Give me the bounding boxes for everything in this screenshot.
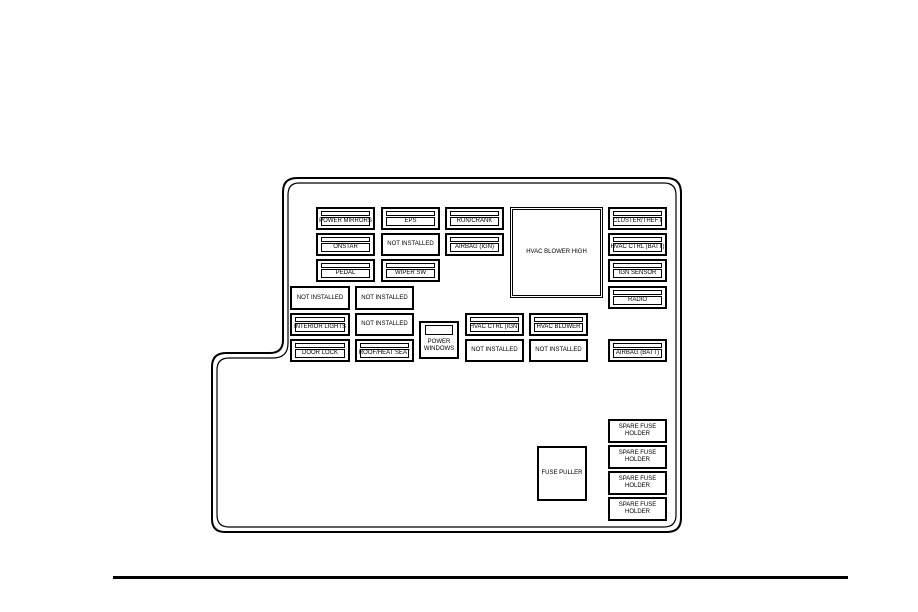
fuse-label: NOT INSTALLED — [361, 321, 408, 327]
fuse-label: SPARE FUSE HOLDER — [618, 450, 657, 463]
relay-hvac-blower-high: HVAC BLOWER HIGH — [510, 207, 603, 298]
fuse-pedal: PEDAL — [316, 259, 375, 282]
fuse-run-crank: RUN/CRANK — [445, 207, 504, 230]
spare-fuse-holder-1: SPARE FUSE HOLDER — [608, 419, 667, 443]
fuse-label: HVAC CTRL (IGN) — [469, 323, 520, 332]
fuse-label: DOOR LOCK — [295, 349, 345, 358]
fuse-hvac-ctrl-ign: HVAC CTRL (IGN) — [465, 313, 524, 336]
fuse-label: FUSE PULLER — [541, 470, 583, 476]
fuse-label: SPARE FUSE HOLDER — [618, 502, 657, 515]
fuse-door-lock: DOOR LOCK — [290, 339, 350, 362]
fuse-label: NOT INSTALLED — [535, 347, 582, 353]
fuse-wiper-sw: WIPER SW — [381, 259, 440, 282]
fuse-power-windows: POWER WINDOWS — [419, 321, 459, 359]
fuse-ign-sensor: IGN SENSOR — [608, 259, 667, 282]
fuse-hvac-blower: HVAC BLOWER — [529, 313, 588, 336]
spare-fuse-holder-3: SPARE FUSE HOLDER — [608, 471, 667, 495]
fuse-label: POWER MIRRORS — [319, 217, 372, 226]
fuse-label: CLUSTER/THEFT — [613, 217, 663, 226]
fuse-label: HVAC BLOWER — [534, 323, 583, 332]
fuse-airbag-batt: AIRBAG (BATT) — [608, 339, 667, 362]
fuse-label: SPARE FUSE HOLDER — [618, 424, 657, 437]
fuse-radio: RADIO — [608, 286, 667, 309]
fuse-label: NOT INSTALLED — [471, 347, 518, 353]
fuse-not-installed-top: NOT INSTALLED — [381, 233, 440, 256]
fuse-not-installed-mid: NOT INSTALLED — [355, 313, 414, 336]
fuse-label: POWER WINDOWS — [423, 339, 455, 352]
fuse-label: RADIO — [613, 296, 662, 305]
page-divider-line — [113, 576, 848, 579]
fuse-eps: EPS — [381, 207, 440, 230]
fuse-label: IGN SENSOR — [613, 269, 662, 278]
fuse-label: WIPER SW — [386, 269, 435, 278]
fuse-not-installed-left-2: NOT INSTALLED — [355, 286, 414, 310]
fuse-label: PEDAL — [321, 269, 370, 278]
fuse-onstar: ONSTAR — [316, 233, 375, 256]
fuse-not-installed-bottom-1: NOT INSTALLED — [465, 339, 524, 362]
fuse-not-installed-bottom-2: NOT INSTALLED — [529, 339, 588, 362]
spare-fuse-holder-2: SPARE FUSE HOLDER — [608, 445, 667, 469]
fuse-label: SPARE FUSE HOLDER — [618, 476, 657, 489]
fuse-power-mirrors: POWER MIRRORS — [316, 207, 375, 230]
fuse-cluster-theft: CLUSTER/THEFT — [608, 207, 667, 230]
fuse-label: ONSTAR — [321, 243, 370, 252]
fuse-label: INTERIOR LIGHTS — [294, 323, 347, 332]
fuse-label: NOT INSTALLED — [296, 294, 344, 301]
fuse-interior-lights: INTERIOR LIGHTS — [290, 313, 350, 336]
fuse-not-installed-left-1: NOT INSTALLED — [290, 286, 350, 310]
fuse-puller: FUSE PULLER — [537, 446, 587, 501]
spare-fuse-holder-4: SPARE FUSE HOLDER — [608, 497, 667, 521]
fuse-hvac-ctrl-batt: HVAC CTRL (BATT) — [608, 233, 667, 256]
fuse-label: RUN/CRANK — [450, 217, 499, 226]
fuse-label: EPS — [386, 217, 435, 226]
fuse-label: ROOF/HEAT SEAT — [358, 349, 411, 358]
fuse-label: NOT INSTALLED — [361, 294, 408, 301]
fuse-label: AIRBAG (IGN) — [450, 243, 499, 252]
fuse-label: HVAC CTRL (BATT) — [610, 243, 665, 252]
fuse-roof-heat-seat: ROOF/HEAT SEAT — [355, 339, 414, 362]
fuse-label: AIRBAG (BATT) — [613, 349, 662, 358]
relay-label: HVAC BLOWER HIGH — [526, 249, 587, 255]
fuse-label: NOT INSTALLED — [387, 241, 434, 247]
fuse-airbag-ign: AIRBAG (IGN) — [445, 233, 504, 256]
